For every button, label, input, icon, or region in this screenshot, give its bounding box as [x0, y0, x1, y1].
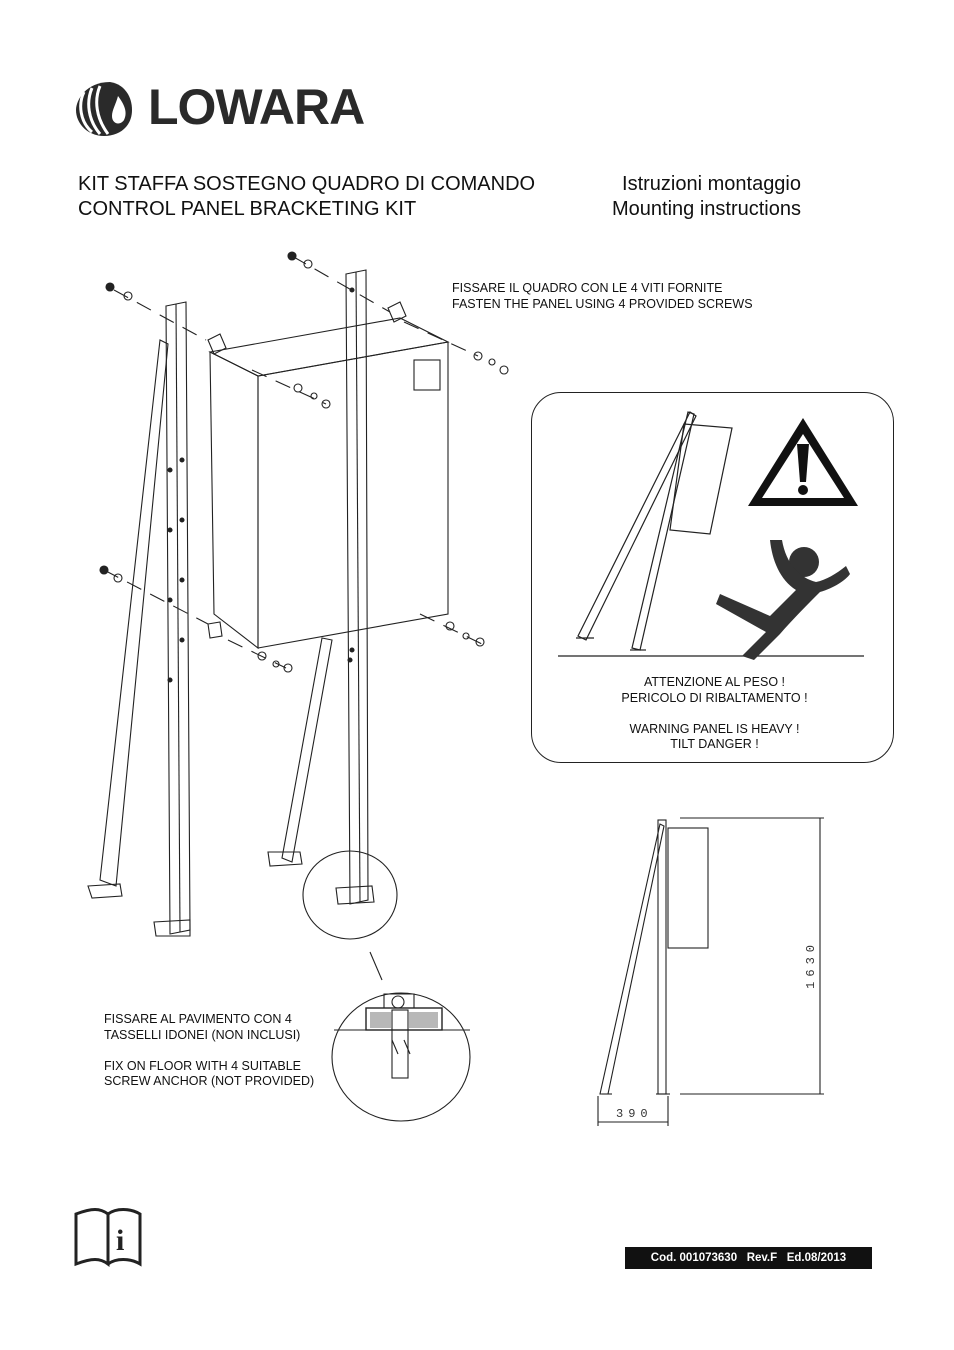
- fasten-note: FISSARE IL QUADRO CON LE 4 VITI FORNITE …: [452, 281, 753, 312]
- document-title: KIT STAFFA SOSTEGNO QUADRO DI COMANDO CO…: [78, 172, 535, 222]
- floor-note-italian: FISSARE AL PAVIMENTO CON 4 TASSELLI IDON…: [104, 1012, 301, 1042]
- dimension-width: 390: [616, 1107, 653, 1121]
- brand-name: LOWARA: [148, 79, 365, 135]
- floor-note: FISSARE AL PAVIMENTO CON 4 TASSELLI IDON…: [104, 1012, 324, 1090]
- title-italian: KIT STAFFA SOSTEGNO QUADRO DI COMANDO: [78, 173, 536, 195]
- warning-line2-italian: PERICOLO DI RIBALTAMENTO !: [621, 690, 808, 705]
- document-subtitle: Istruzioni montaggio Mounting instructio…: [612, 172, 801, 222]
- warning-line2-english: TILT DANGER !: [670, 737, 759, 751]
- warning-line1-english: WARNING PANEL IS HEAVY !: [629, 721, 800, 736]
- svg-text:i: i: [116, 1224, 124, 1257]
- warning-box: [531, 392, 894, 763]
- floor-note-english: FIX ON FLOOR WITH 4 SUITABLE SCREW ANCHO…: [104, 1058, 315, 1089]
- title-english: CONTROL PANEL BRACKETING KIT: [78, 198, 417, 220]
- fasten-note-english: FASTEN THE PANEL USING 4 PROVIDED SCREWS: [452, 296, 753, 311]
- warning-text: ATTENZIONE AL PESO ! PERICOLO DI RIBALTA…: [531, 675, 898, 753]
- subtitle-english: Mounting instructions: [612, 198, 801, 220]
- subtitle-italian: Istruzioni montaggio: [622, 173, 801, 195]
- document-code: Cod. 001073630 Rev.F Ed.08/2013: [625, 1247, 872, 1269]
- warning-line1-italian: ATTENZIONE AL PESO !: [643, 675, 785, 689]
- fasten-note-italian: FISSARE IL QUADRO CON LE 4 VITI FORNITE: [452, 281, 723, 295]
